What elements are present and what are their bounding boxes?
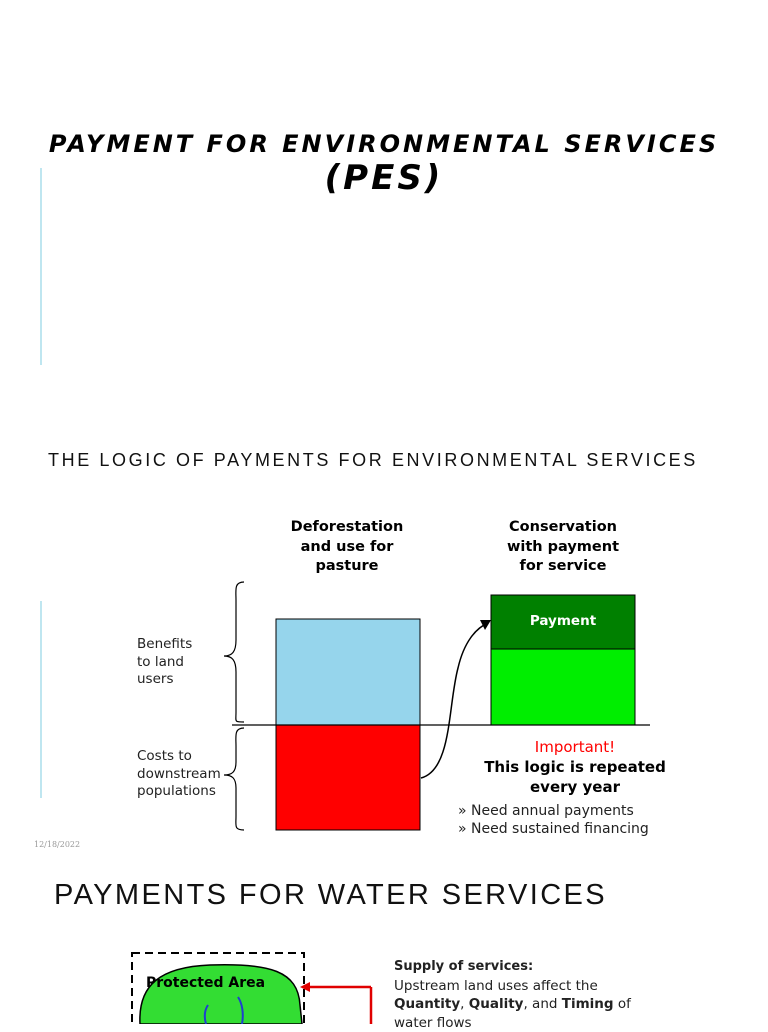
slide-accent-line xyxy=(40,168,42,365)
benefits-brace xyxy=(224,582,244,722)
costs-label: Costs to downstream populations xyxy=(137,748,221,801)
protected-area-label: Protected Area xyxy=(146,975,265,991)
pes-logic-diagram xyxy=(0,570,768,840)
slide-title-line1: PAYMENT FOR ENVIRONMENTAL SERVICES xyxy=(0,128,768,160)
supply-line2: Quantity, Quality, and Timing of xyxy=(394,995,644,1014)
supply-line3: water flows xyxy=(394,1014,644,1032)
deforestation-label: Deforestation and use for pasture xyxy=(272,518,422,577)
slide2-heading: THE LOGIC OF PAYMENTS FOR ENVIRONMENTAL … xyxy=(48,449,698,471)
supply-line1: Upstream land uses affect the xyxy=(394,977,644,996)
bullet-annual-payments: » Need annual payments xyxy=(458,803,649,821)
benefit-bar-deforestation xyxy=(276,619,420,725)
slide-date: 12/18/2022 xyxy=(34,840,80,849)
conservation-label: Conservation with payment for service xyxy=(488,518,638,577)
repeat-note: This logic is repeated every year xyxy=(470,758,680,797)
slide3-heading: PAYMENTS FOR WATER SERVICES xyxy=(54,876,607,914)
slide-title-line2: (PES) xyxy=(0,158,768,198)
important-note: Important! xyxy=(470,738,680,758)
payment-label: Payment xyxy=(491,612,635,632)
financing-bullets: » Need annual payments » Need sustained … xyxy=(458,803,649,838)
benefits-label: Benefits to land users xyxy=(137,636,192,689)
supply-title: Supply of services: xyxy=(394,958,644,977)
conservation-benefit-bar xyxy=(491,649,635,725)
cost-bar-deforestation xyxy=(276,725,420,830)
transfer-arrow-head xyxy=(480,620,491,630)
supply-of-services-text: Supply of services: Upstream land uses a… xyxy=(394,958,644,1032)
costs-brace xyxy=(224,728,244,830)
bullet-sustained-financing: » Need sustained financing xyxy=(458,821,649,839)
protected-area-shape xyxy=(140,965,302,1024)
